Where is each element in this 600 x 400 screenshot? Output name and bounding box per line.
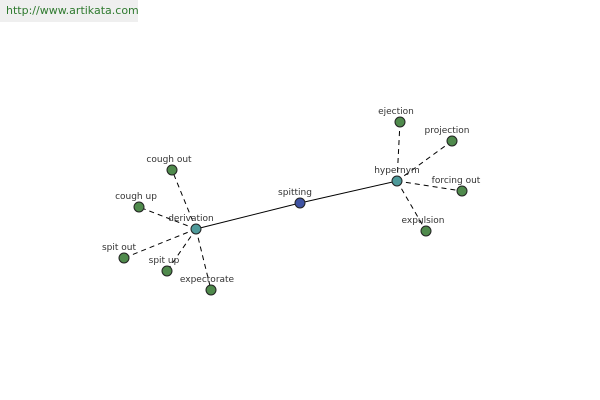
node-forcing-out[interactable] — [456, 185, 468, 197]
edge-hypernym-expulsion — [396, 180, 427, 232]
node-ejection[interactable] — [394, 116, 406, 128]
node-spitting[interactable] — [294, 197, 306, 209]
node-projection[interactable] — [446, 135, 458, 147]
edge-spitting-derivation — [195, 202, 301, 230]
edge-derivation-cough-out — [171, 169, 197, 230]
edge-derivation-spit-out — [123, 228, 197, 259]
node-cough-up[interactable] — [133, 201, 145, 213]
label-forcing-out: forcing out — [432, 176, 481, 186]
node-expulsion[interactable] — [420, 225, 432, 237]
edge-derivation-cough-up — [138, 206, 197, 230]
node-cough-out[interactable] — [166, 164, 178, 176]
node-spit-out[interactable] — [118, 252, 130, 264]
label-projection: projection — [425, 126, 470, 136]
label-ejection: ejection — [378, 107, 414, 117]
node-hypernym[interactable] — [391, 175, 403, 187]
label-cough-out: cough out — [146, 155, 192, 165]
label-derivation: derivation — [168, 214, 214, 224]
edge-hypernym-ejection — [396, 121, 401, 182]
edge-hypernym-forcing-out — [396, 180, 463, 192]
label-spitting: spitting — [278, 188, 312, 198]
edge-hypernym-projection — [396, 140, 453, 182]
node-derivation[interactable] — [190, 223, 202, 235]
label-spit-out: spit out — [102, 243, 137, 253]
label-expulsion: expulsion — [401, 216, 444, 226]
label-expectorate: expectorate — [180, 275, 235, 285]
label-spit-up: spit up — [149, 256, 180, 266]
node-spit-up[interactable] — [161, 265, 173, 277]
label-cough-up: cough up — [115, 192, 157, 202]
node-expectorate[interactable] — [205, 284, 217, 296]
label-hypernym: hypernym — [374, 166, 420, 176]
edge-spitting-hypernym — [299, 180, 398, 204]
edge-derivation-expectorate — [195, 228, 212, 291]
watermark-link[interactable]: http://www.artikata.com — [0, 0, 139, 22]
